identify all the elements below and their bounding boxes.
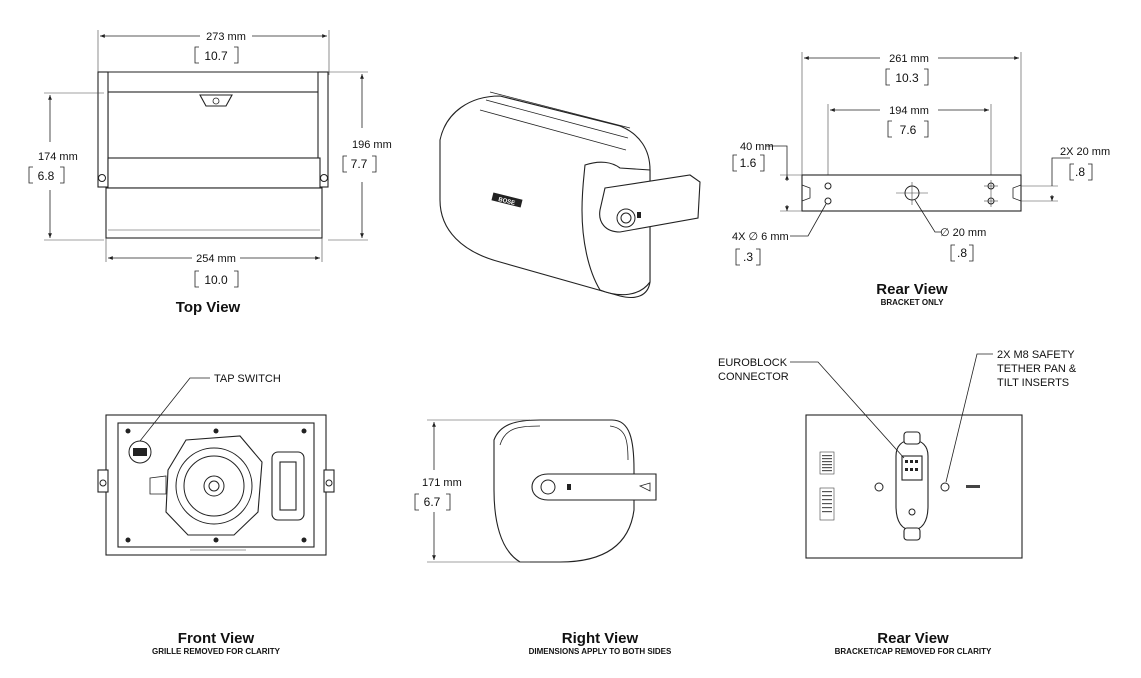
rear-view-bracket-subtitle: BRACKET ONLY [881, 298, 944, 307]
right-view-subtitle: DIMENSIONS APPLY TO BOTH SIDES [529, 647, 672, 656]
rear-view-cap-title: Rear View [877, 630, 949, 647]
top-view-title: Top View [176, 299, 241, 316]
dim-height-left-in: 6.8 [38, 169, 55, 183]
dim-height: 40 mm [740, 141, 774, 153]
dim-width-bottom-in: 10.0 [204, 273, 228, 287]
dim-right-height: 171 mm [422, 477, 462, 489]
dim-height-left: 174 mm [38, 151, 78, 163]
rear-view-bracket-title: Rear View [876, 281, 948, 298]
dim-hole-spacing: 194 mm [889, 105, 929, 117]
dim-height-right: 196 mm [352, 139, 392, 151]
dim-slot-spacing-in: .8 [1075, 165, 1085, 179]
dim-hole-spacing-in: 7.6 [900, 123, 917, 137]
dim-overall-width: 261 mm [889, 53, 929, 65]
dim-height-right-in: 7.7 [351, 157, 368, 171]
dim-width-top: 273 mm [206, 31, 246, 43]
front-view-subtitle: GRILLE REMOVED FOR CLARITY [152, 647, 281, 656]
bose-logo-text: BOSE [498, 197, 516, 207]
right-view-title: Right View [562, 630, 639, 647]
isometric-view: BOSE [439, 91, 701, 299]
bose-logo [491, 192, 523, 208]
dim-center-hole: ∅ 20 mm [940, 227, 986, 239]
tether-callout-line3: TILT INSERTS [997, 377, 1069, 389]
dim-overall-width-in: 10.3 [895, 71, 919, 85]
tether-callout-line2: TETHER PAN & [997, 363, 1077, 375]
front-view: TAP SWITCH Front View GRILLE REMOVED FOR… [97, 373, 335, 656]
dim-width-top-in: 10.7 [204, 49, 228, 63]
tap-switch-callout: TAP SWITCH [214, 373, 281, 385]
dim-height-in: 1.6 [740, 156, 757, 170]
euroblock-callout-line1: EUROBLOCK [718, 357, 788, 369]
dim-width-bottom: 254 mm [196, 253, 236, 265]
dim-small-holes: 4X ∅ 6 mm [732, 231, 789, 243]
rear-view-cap-removed: EUROBLOCK CONNECTOR 2X M8 SAFETY TETHER … [718, 349, 1077, 656]
dim-center-hole-in: .8 [957, 246, 967, 260]
tether-callout-line1: 2X M8 SAFETY [997, 349, 1075, 361]
front-view-title: Front View [178, 630, 255, 647]
right-view: 171 mm 6.7 Right View DIMENSIONS APPLY T… [414, 419, 672, 656]
dim-slot-spacing: 2X 20 mm [1060, 146, 1110, 158]
top-view: 273 mm 10.7 174 mm 6.8 196 mm 7.7 [28, 30, 392, 316]
dim-small-holes-in: .3 [743, 250, 753, 264]
rear-view-cap-subtitle: BRACKET/CAP REMOVED FOR CLARITY [835, 647, 992, 656]
rear-view-bracket: 261 mm 10.3 194 mm 7.6 40 mm 1.6 [732, 52, 1110, 307]
dim-right-height-in: 6.7 [424, 495, 441, 509]
euroblock-callout-line2: CONNECTOR [718, 371, 789, 383]
